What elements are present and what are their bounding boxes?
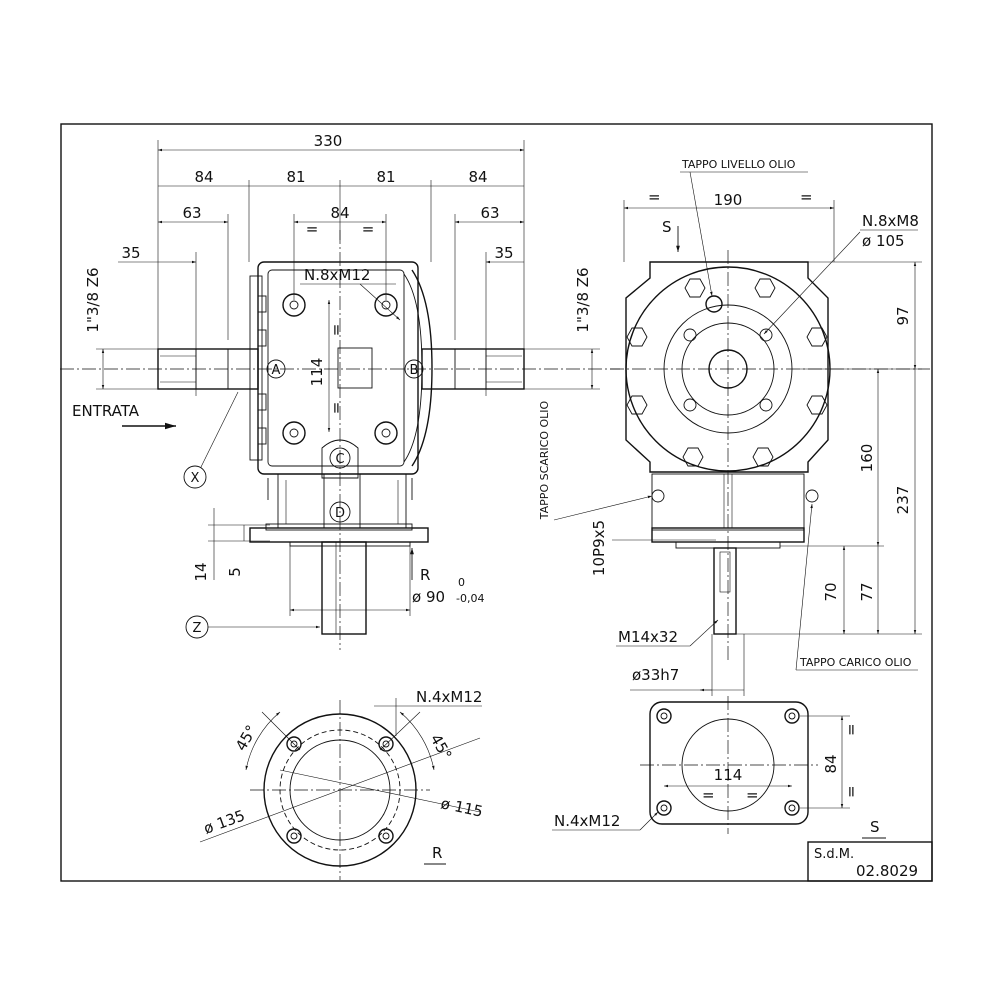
- shaft-spec-left: 1"3/8 Z6: [84, 267, 102, 332]
- eq-mark-vert-bottom: =: [327, 402, 345, 415]
- shaft-diameter-side: ø33h7: [632, 666, 679, 684]
- dim-114-base: 114: [714, 766, 743, 784]
- bolt-holes-front: [257, 293, 398, 445]
- eq-base-h2: =: [746, 786, 759, 804]
- title-block: S.d.M. 02.8029: [807, 841, 933, 882]
- dim-5-flange: 5: [226, 567, 244, 577]
- dim-35-right: 35: [494, 244, 513, 262]
- dim-330: 330: [314, 132, 343, 150]
- marker-b: B: [404, 359, 424, 379]
- svg-text:B: B: [410, 363, 419, 378]
- flange-diameter-front: ø 90: [412, 588, 445, 606]
- bolt-circle-side: ø 105: [862, 232, 905, 250]
- shaft-spec-right: 1"3/8 Z6: [574, 267, 592, 332]
- thread-spec: M14x32: [618, 628, 678, 646]
- base-view: 114 84 = = = = N.4xM12 S: [552, 696, 886, 839]
- svg-text:D: D: [335, 506, 345, 521]
- marker-a: A: [266, 359, 286, 379]
- dim-160: 160: [858, 444, 876, 473]
- marker-x: X: [183, 391, 239, 489]
- flange-tol-upper: 0: [458, 576, 465, 589]
- svg-text:C: C: [335, 452, 344, 467]
- front-dimension-lines: [96, 140, 600, 616]
- eq-base-h1: =: [702, 786, 715, 804]
- view-s-side: S: [662, 218, 672, 236]
- flange-tol-lower: -0,04: [456, 592, 484, 605]
- oil-fill-label: TAPPO CARICO OLIO: [799, 656, 912, 669]
- flange-view: N.4xM12 45° 45° ø 135 ø 115 R: [199, 688, 485, 880]
- drawing-frame: [60, 123, 933, 882]
- eq-mark-left: =: [306, 220, 319, 238]
- dim-63-right: 63: [480, 204, 499, 222]
- title-block-code: 02.8029: [856, 862, 918, 880]
- flange-bolt-diameter: ø 115: [439, 794, 484, 820]
- dim-84-right: 84: [468, 168, 487, 186]
- bolt-spec-side: N.8xM8: [862, 212, 919, 230]
- angle-left: 45°: [232, 722, 261, 754]
- dim-70: 70: [822, 582, 840, 601]
- svg-text:A: A: [272, 363, 281, 378]
- dim-81-right: 81: [376, 168, 395, 186]
- view-r-label: R: [432, 844, 442, 862]
- side-view: 190 = = 97 160 237 70 77: [538, 158, 930, 696]
- dim-114-vertical: 114: [308, 358, 326, 387]
- dim-81-left: 81: [286, 168, 305, 186]
- dim-97: 97: [894, 306, 912, 325]
- front-view: 330 84 81 81 84 63 84 63 = = 35 35 1"3/8…: [60, 132, 620, 650]
- bolt-spec-front: N.8xM12: [304, 266, 370, 284]
- bolt-spec-base: N.4xM12: [554, 812, 620, 830]
- housing-bolts-side: [626, 278, 828, 503]
- eq-190-left: =: [648, 188, 661, 206]
- dim-84-left: 84: [194, 168, 213, 186]
- oil-drain-label: TAPPO SCARICO OLIO: [538, 400, 551, 520]
- input-label: ENTRATA: [72, 402, 140, 420]
- key-spec: 10P9x5: [590, 520, 608, 576]
- marker-c: C: [329, 447, 351, 469]
- dim-84-base: 84: [822, 754, 840, 773]
- dim-190: 190: [714, 191, 743, 209]
- bolt-spec-flange: N.4xM12: [416, 688, 482, 706]
- title-block-label: S.d.M.: [814, 847, 854, 862]
- view-s-base: S: [870, 818, 880, 836]
- svg-text:X: X: [191, 471, 200, 486]
- dim-35-left: 35: [121, 244, 140, 262]
- svg-text:Z: Z: [193, 621, 202, 636]
- oil-level-label: TAPPO LIVELLO OLIO: [681, 158, 796, 171]
- eq-mark-right: =: [362, 220, 375, 238]
- dim-237: 237: [894, 486, 912, 515]
- marker-d: D: [329, 501, 351, 523]
- section-r-front: R: [420, 566, 430, 584]
- dim-14-flange: 14: [192, 562, 210, 581]
- eq-base-v1: =: [842, 723, 860, 736]
- eq-190-right: =: [800, 188, 813, 206]
- dim-84-center: 84: [330, 204, 349, 222]
- eq-base-v2: =: [842, 785, 860, 798]
- dim-63-left: 63: [182, 204, 201, 222]
- dim-77: 77: [858, 582, 876, 601]
- eq-mark-vert-top: =: [327, 324, 345, 337]
- marker-z: Z: [185, 615, 320, 639]
